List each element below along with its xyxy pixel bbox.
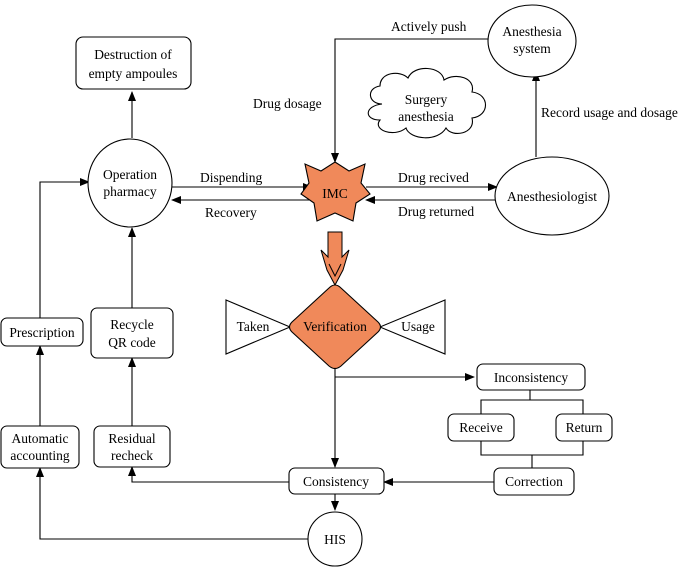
correction-label: Correction — [505, 474, 563, 489]
node-residual-recheck: Residual recheck — [93, 425, 171, 468]
operation-pharmacy-line-2: pharmacy — [103, 184, 156, 199]
destruction-line-2: empty ampoules — [89, 66, 178, 81]
arrow-prescription-to-pharmacy — [39, 178, 90, 318]
consistency-label: Consistency — [303, 474, 369, 489]
arrow-his-to-accounting — [36, 467, 309, 540]
verification-label: Verification — [303, 319, 367, 334]
node-verification: Verification — [288, 284, 382, 370]
edge-label-drug-returned: Drug returned — [398, 204, 474, 219]
node-inconsistency: Inconsistency — [476, 363, 586, 391]
node-surgery-anesthesia-cloud: Surgery anesthesia — [367, 67, 487, 139]
node-operation-pharmacy: Operation pharmacy — [87, 138, 173, 228]
double-chevron-arrow — [320, 231, 350, 287]
edge-label-recovery: Recovery — [205, 205, 257, 220]
arrow-consistency-to-recheck — [128, 466, 289, 483]
node-receive: Receive — [447, 413, 515, 442]
node-correction: Correction — [493, 467, 575, 496]
surgery-anesthesia-line-1: Surgery — [405, 92, 448, 107]
node-his: HIS — [307, 511, 363, 567]
automatic-accounting-line-2: accounting — [10, 448, 69, 463]
destruction-line-1: Destruction of — [94, 47, 172, 62]
imc-label: IMC — [322, 186, 348, 201]
node-consistency: Consistency — [288, 467, 385, 495]
recycle-qr-line-1: Recycle — [110, 317, 153, 332]
node-anesthesia-system: Anesthesia system — [487, 4, 577, 78]
node-automatic-accounting: Automatic accounting — [0, 425, 80, 469]
his-label: HIS — [324, 532, 346, 547]
edge-label-dispending: Dispending — [200, 170, 262, 185]
imc-star-shape — [300, 161, 371, 222]
recycle-qr-line-2: QR code — [108, 335, 156, 350]
node-recycle-qr: Recycle QR code — [90, 307, 174, 359]
node-imc: IMC — [300, 161, 371, 222]
node-return: Return — [555, 413, 613, 442]
residual-recheck-line-2: recheck — [111, 448, 153, 463]
usage-label: Usage — [401, 319, 435, 334]
arrow-actively-push — [331, 38, 490, 163]
residual-recheck-line-1: Residual — [108, 431, 155, 446]
anesthesiologist-label: Anesthesiologist — [507, 189, 597, 204]
edge-label-record-usage: Record usage and dosage — [541, 105, 678, 120]
edge-label-actively-push: Actively push — [391, 19, 467, 34]
edge-label-drug-received: Drug recived — [398, 170, 469, 185]
anesthesia-system-line-1: Anesthesia — [502, 24, 561, 39]
inconsistency-label: Inconsistency — [494, 370, 568, 385]
node-destruction: Destruction of empty ampoules — [75, 36, 192, 90]
automatic-accounting-line-1: Automatic — [12, 431, 69, 446]
taken-label: Taken — [237, 319, 270, 334]
node-prescription: Prescription — [0, 317, 84, 347]
return-label: Return — [566, 420, 603, 435]
receive-label: Receive — [459, 420, 502, 435]
node-taken: Taken — [225, 299, 292, 355]
line-merge-to-correction — [480, 441, 584, 456]
line-to-receive — [480, 389, 531, 414]
surgery-anesthesia-line-2: anesthesia — [398, 109, 453, 124]
operation-pharmacy-line-1: Operation — [103, 167, 157, 182]
connectors — [36, 38, 584, 540]
anesthesia-system-line-2: system — [513, 41, 551, 56]
prescription-label: Prescription — [9, 325, 74, 340]
node-anesthesiologist: Anesthesiologist — [494, 156, 610, 236]
edge-label-drug-dosage: Drug dosage — [253, 96, 322, 111]
line-to-return — [530, 399, 584, 414]
node-usage: Usage — [378, 299, 446, 355]
